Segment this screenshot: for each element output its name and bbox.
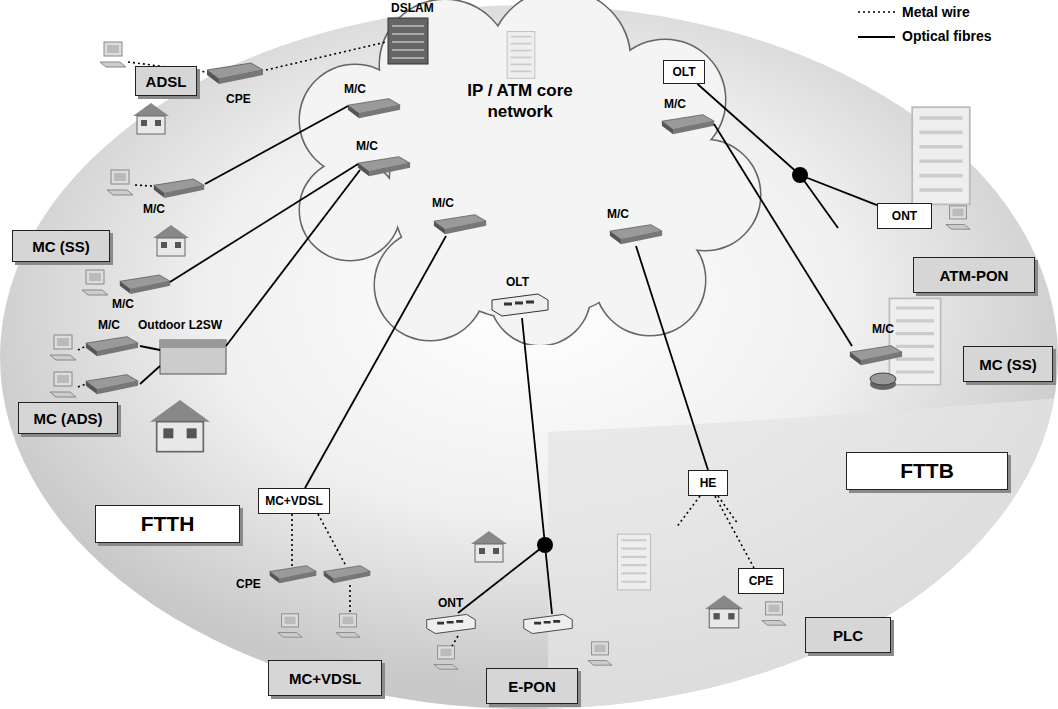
house-icon <box>133 103 169 134</box>
splitter-dot <box>537 537 553 553</box>
box-label: MC+VDSL <box>265 494 323 508</box>
legend-fibre-sample <box>858 36 895 38</box>
box-label: HE <box>700 476 717 490</box>
box-label: MC (ADS) <box>33 410 102 427</box>
access-region <box>0 5 1058 709</box>
outdoor-switch <box>160 340 226 374</box>
computer-icon <box>278 614 302 637</box>
router-icon <box>870 373 896 390</box>
media-converter <box>86 337 138 357</box>
building-icon <box>912 107 970 204</box>
computer-icon <box>50 335 76 360</box>
olt-device <box>492 294 548 316</box>
box-label: OLT <box>672 65 695 79</box>
box-label: FTTB <box>900 459 954 483</box>
access-box: MC (SS) <box>963 346 1053 382</box>
access-box: FTTH <box>95 505 240 543</box>
computer-icon <box>50 372 76 397</box>
device-label: M/C <box>356 139 378 153</box>
computer-icon <box>100 42 126 67</box>
box-label: IP / ATM core network <box>460 80 580 122</box>
box-label: ATM-PON <box>940 267 1009 284</box>
device-label: M/C <box>872 322 894 336</box>
box-label: E-PON <box>508 678 556 695</box>
media-converter <box>120 275 170 294</box>
box-label: ADSL <box>146 73 187 90</box>
access-box: MC+VDSL <box>268 660 382 696</box>
fttb-region <box>548 398 1058 709</box>
access-box: MC+VDSL <box>258 488 330 514</box>
device-label: CPE <box>226 92 251 106</box>
device-label: ONT <box>438 596 463 610</box>
device-label: M/C <box>432 196 454 210</box>
media-converter <box>610 225 662 245</box>
access-box: E-PON <box>486 668 578 704</box>
device-label: M/C <box>98 318 120 332</box>
house-icon <box>705 595 743 628</box>
legend-text: Metal wire <box>902 4 970 20</box>
device-label: DSLAM <box>391 1 434 15</box>
box-label: ONT <box>892 209 917 223</box>
media-converter <box>86 375 138 395</box>
cpe-modem <box>207 63 263 84</box>
device-label: Outdoor L2SW <box>138 318 222 332</box>
device-label: M/C <box>664 97 686 111</box>
access-box: ONT <box>877 203 932 229</box>
device-label: CPE <box>236 577 261 591</box>
core-building <box>507 31 535 78</box>
box-label: MC+VDSL <box>289 670 361 687</box>
dslam-icon <box>388 18 428 64</box>
optical-fibres <box>140 106 852 614</box>
access-box: HE <box>688 470 728 496</box>
computer-icon <box>946 206 970 229</box>
box-label: MC (SS) <box>32 238 90 255</box>
box-label: CPE <box>749 574 774 588</box>
access-box: CPE <box>738 568 784 594</box>
media-converter <box>850 346 902 366</box>
access-box: MC (ADS) <box>18 402 118 434</box>
computer-icon <box>336 614 360 637</box>
ont-device <box>524 614 573 633</box>
access-box: ADSL <box>135 66 197 96</box>
house-icon <box>471 531 507 562</box>
access-box: OLT <box>663 60 705 84</box>
box-label: MC (SS) <box>979 356 1037 373</box>
connector <box>698 84 878 205</box>
media-converter <box>358 157 410 177</box>
access-box: ATM-PON <box>913 257 1035 293</box>
media-converter <box>154 179 204 198</box>
apartment-icon <box>150 400 210 452</box>
device-label: M/C <box>143 202 165 216</box>
building-icon <box>889 298 940 384</box>
metal-wires <box>78 42 738 646</box>
device-label: M/C <box>607 207 629 221</box>
media-converter <box>434 215 486 235</box>
connector <box>715 496 754 568</box>
house-icon <box>153 225 189 256</box>
building-icon <box>617 534 650 590</box>
media-converter <box>662 115 714 135</box>
media-converter <box>348 99 400 119</box>
cpe-modem <box>324 566 371 584</box>
device-label: OLT <box>506 275 529 289</box>
ont-device <box>427 614 476 633</box>
device-label: M/C <box>112 297 134 311</box>
legend-metal-sample <box>858 11 895 13</box>
cpe-modem <box>270 566 317 584</box>
computer-icon <box>434 646 458 669</box>
computer-icon <box>762 602 786 625</box>
access-box: FTTB <box>846 452 1008 490</box>
outdoor-switch-top <box>160 340 226 348</box>
computer-icon <box>82 270 108 295</box>
box-label: FTTH <box>141 512 195 536</box>
device-label: M/C <box>344 82 366 96</box>
computer-icon <box>107 170 133 195</box>
box-label: PLC <box>833 627 863 644</box>
computer-icon <box>588 642 612 665</box>
access-box: MC (SS) <box>12 230 110 262</box>
access-box: PLC <box>805 617 891 653</box>
legend-text: Optical fibres <box>902 28 991 44</box>
